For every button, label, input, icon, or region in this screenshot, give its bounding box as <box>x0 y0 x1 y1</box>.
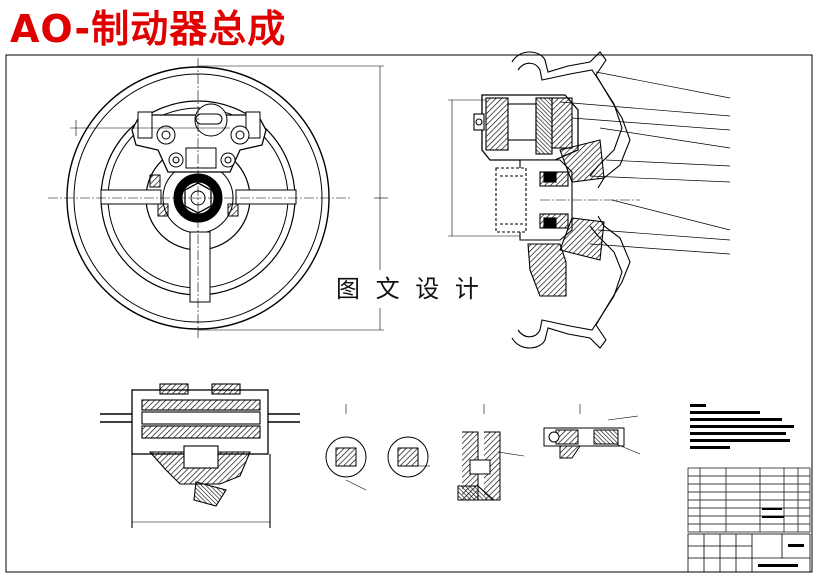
detail-view-1 <box>325 404 367 491</box>
detail-view-2 <box>387 436 430 478</box>
detail-view-3 <box>457 404 525 501</box>
parts-list-table <box>687 467 811 533</box>
title-block <box>687 533 811 573</box>
technical-notes <box>690 404 794 449</box>
section-view-centerlines <box>448 99 640 237</box>
leader-lines <box>559 71 731 255</box>
detail-view-4 <box>543 404 641 459</box>
watermark-label: 图 文 设 计 <box>336 270 482 308</box>
drawing-title: AO-制动器总成 <box>10 7 287 51</box>
front-view-dimensions <box>48 58 388 338</box>
title-block-text-marks <box>758 508 804 567</box>
caliper-section-view <box>100 383 300 528</box>
sheet-border <box>5 54 813 573</box>
